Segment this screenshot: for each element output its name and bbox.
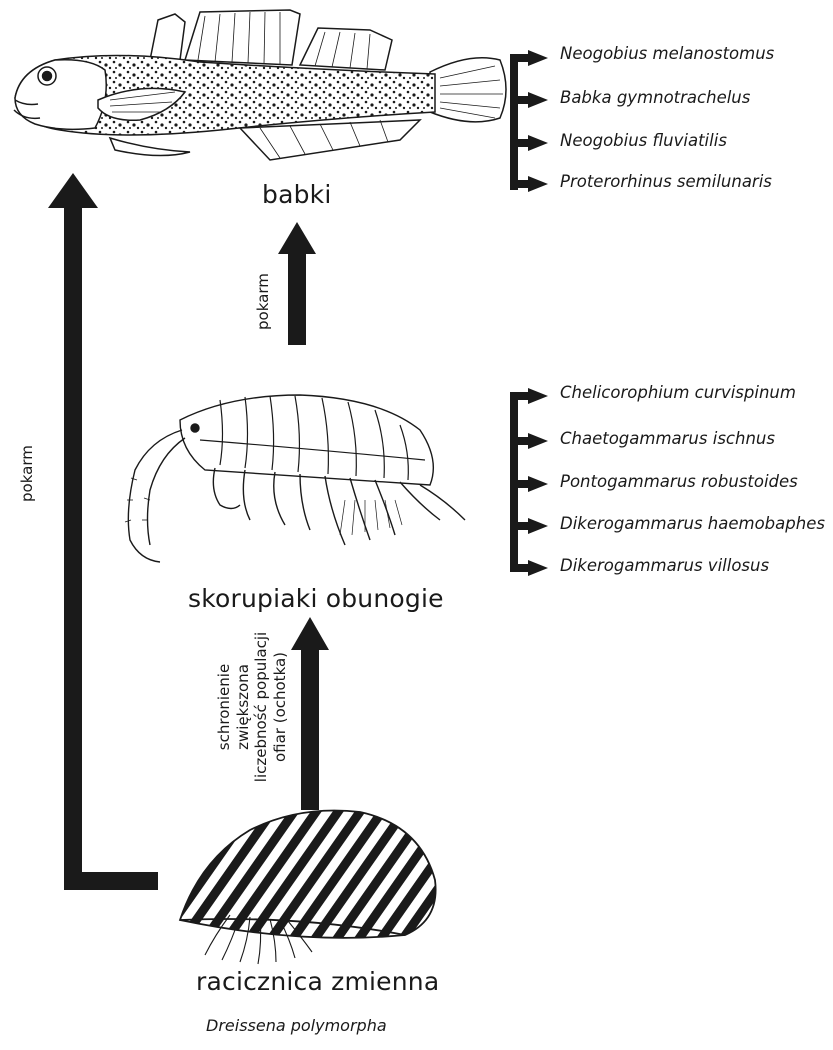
amphipod-illustration	[125, 395, 465, 562]
amphipod-group-label: skorupiaki obunogie	[188, 584, 444, 613]
arrow-label-line-3: liczebność populacji	[252, 612, 271, 802]
mussel-group-label: racicznica zmienna	[196, 967, 439, 996]
amphipod-species-bracket	[510, 388, 548, 576]
mussel-latin-name: Dreissena polymorpha	[206, 1016, 387, 1035]
fish-species-4: Proterorhinus semilunaris	[560, 172, 772, 191]
amphipod-species-5: Dikerogammarus villosus	[560, 556, 769, 575]
amphipod-species-4: Dikerogammarus haemobaphes	[560, 514, 825, 533]
arrow-label-amphipods-to-fish: pokarm	[254, 273, 272, 330]
arrow-label-line-4: ofiar (ochotka)	[271, 612, 290, 802]
arrow-amphipods-to-fish	[278, 222, 316, 345]
fish-group-label: babki	[262, 180, 331, 209]
goby-fish-illustration	[14, 10, 506, 160]
fish-species-bracket	[510, 50, 548, 192]
arrow-mussel-to-amphipods	[291, 617, 329, 810]
fish-species-3: Neogobius fluviatilis	[560, 131, 727, 150]
zebra-mussel-illustration	[180, 810, 436, 964]
amphipod-species-3: Pontogammarus robustoides	[560, 472, 798, 491]
fish-species-2: Babka gymnotrachelus	[560, 88, 750, 107]
arrow-mussel-to-fish	[48, 173, 158, 890]
amphipod-species-2: Chaetogammarus ischnus	[560, 429, 775, 448]
arrow-label-mussel-to-fish: pokarm	[18, 445, 36, 502]
arrow-label-mussel-to-amphipods: schronienie zwiększona liczebność popula…	[215, 612, 289, 802]
arrow-label-line-1: schronienie	[215, 612, 234, 802]
arrow-label-line-2: zwiększona	[234, 612, 253, 802]
fish-species-1: Neogobius melanostomus	[560, 44, 774, 63]
amphipod-species-1: Chelicorophium curvispinum	[560, 383, 796, 402]
